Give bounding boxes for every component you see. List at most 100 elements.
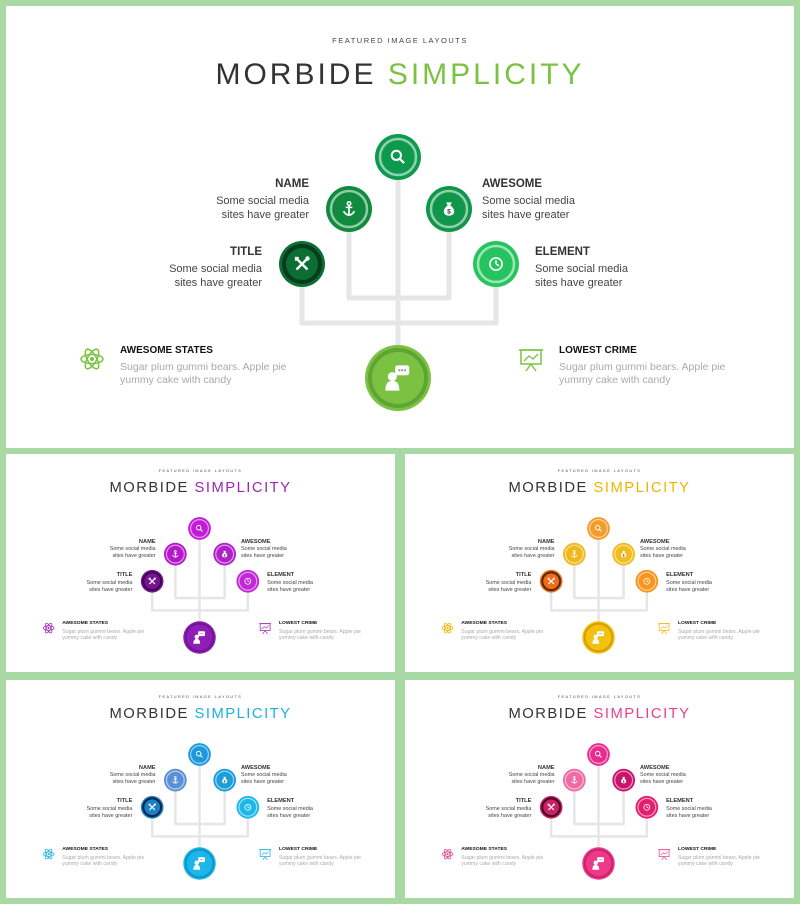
search-icon: [195, 750, 203, 758]
awesome-label: AWESOME: [639, 764, 670, 771]
search-icon: [390, 149, 405, 164]
awesome-label: AWESOME: [240, 538, 271, 545]
inner-branch-line: [346, 230, 452, 301]
node-awesome: $: [213, 542, 237, 566]
title-second-word: SIMPLICITY: [194, 479, 292, 496]
node-title: [140, 795, 164, 819]
node-search: [587, 517, 610, 540]
presentation-icon: [519, 349, 543, 372]
tools-icon: [148, 577, 156, 585]
awesome-states-line2: yummy cake with candy: [461, 861, 517, 868]
title-first-word: MORBIDE: [215, 58, 377, 91]
awesome-desc-line1: Some social media: [482, 195, 575, 207]
clock-icon: [643, 803, 651, 811]
node-element: [635, 569, 659, 593]
money-bag-icon: $: [621, 776, 627, 784]
node-bottom: [365, 345, 431, 411]
awesome-states-line1: Sugar plum gummi bears. Apple pie: [120, 361, 287, 373]
outer-branch-line: [549, 591, 649, 612]
title-first-word: MORBIDE: [508, 705, 588, 722]
tree-diagram: $: [42, 743, 272, 880]
element-label: ELEMENT: [267, 572, 295, 579]
awesome-states-line2: yummy cake with candy: [461, 635, 517, 642]
awesome-states-line2: yummy cake with candy: [120, 374, 232, 386]
title-desc-line1: Some social media: [485, 805, 532, 812]
name-desc-line2: sites have greater: [112, 779, 156, 786]
node-title: [140, 569, 164, 593]
element-desc-line2: sites have greater: [267, 586, 311, 593]
lowest-crime-line2: yummy cake with candy: [677, 635, 733, 642]
tree-diagram: $: [80, 134, 543, 411]
awesome-states-line2: yummy cake with candy: [62, 861, 118, 868]
node-search: [188, 743, 211, 766]
node-bottom: [582, 847, 615, 880]
presentation-icon: [658, 623, 671, 635]
awesome-states-line1: Sugar plum gummi bears. Apple pie: [461, 628, 544, 635]
lowest-crime-heading: LOWEST CRIME: [278, 621, 318, 627]
lowest-crime-line1: Sugar plum gummi bears. Apple pie: [278, 628, 361, 635]
svg-text:$: $: [224, 779, 226, 783]
node-element: [473, 241, 519, 287]
awesome-desc-line2: sites have greater: [240, 779, 285, 786]
clock-icon: [244, 803, 252, 811]
element-label: ELEMENT: [666, 798, 694, 805]
awesome-states-line1: Sugar plum gummi bears. Apple pie: [461, 854, 544, 861]
name-desc-line1: Some social media: [508, 546, 555, 553]
node-name: [326, 186, 372, 232]
node-bottom: [582, 621, 615, 654]
user-chat-icon: [385, 365, 410, 391]
atom-icon: [42, 848, 55, 860]
lowest-crime-line2: yummy cake with candy: [278, 861, 334, 868]
clock-icon: [489, 257, 503, 271]
node-search: [375, 134, 421, 180]
clock-icon: [643, 577, 651, 585]
search-icon: [594, 750, 602, 758]
element-desc-line1: Some social media: [267, 579, 313, 586]
tools-icon: [547, 577, 555, 585]
awesome-states-line1: Sugar plum gummi bears. Apple pie: [62, 628, 145, 635]
atom-icon: [80, 348, 104, 370]
title-label: TITLE: [515, 572, 532, 579]
node-name: [164, 768, 187, 792]
node-bottom: [183, 847, 216, 880]
inner-branch-line: [174, 790, 226, 826]
node-name: [563, 542, 586, 566]
svg-text:$: $: [623, 553, 625, 557]
eyebrow-label: FEATURED IMAGE LAYOUTS: [557, 695, 642, 700]
search-icon: [195, 524, 203, 532]
title-second-word: SIMPLICITY: [194, 705, 292, 722]
awesome-desc-line2: sites have greater: [482, 209, 570, 221]
awesome-states-heading: AWESOME STATES: [62, 847, 109, 853]
tools-icon: [148, 803, 156, 811]
lowest-crime-line1: Sugar plum gummi bears. Apple pie: [677, 628, 760, 635]
user-chat-icon: [592, 631, 605, 644]
inner-branch-line: [573, 564, 625, 600]
title-first-word: MORBIDE: [508, 479, 588, 496]
element-desc-line2: sites have greater: [666, 812, 710, 819]
clock-icon: [244, 577, 252, 585]
name-label: NAME: [275, 178, 309, 190]
title-second-word: SIMPLICITY: [593, 479, 691, 496]
title-desc-line1: Some social media: [169, 263, 262, 275]
node-search: [188, 517, 211, 540]
element-label: ELEMENT: [666, 572, 694, 579]
tree-diagram: $: [441, 517, 671, 654]
outer-branch-line: [299, 285, 499, 326]
atom-icon: [441, 848, 454, 860]
lowest-crime-heading: LOWEST CRIME: [677, 621, 717, 627]
awesome-desc-line2: sites have greater: [240, 553, 285, 560]
outer-branch-line: [150, 817, 250, 838]
anchor-icon: [571, 550, 578, 558]
awesome-desc-line2: sites have greater: [639, 553, 684, 560]
node-awesome: $: [426, 186, 472, 232]
user-chat-icon: [193, 857, 206, 870]
anchor-icon: [172, 776, 179, 784]
node-awesome: $: [213, 768, 237, 792]
lowest-crime-heading: LOWEST CRIME: [278, 847, 318, 853]
outer-branch-line: [549, 817, 649, 838]
search-icon: [594, 524, 602, 532]
awesome-states-line2: yummy cake with candy: [62, 635, 118, 642]
